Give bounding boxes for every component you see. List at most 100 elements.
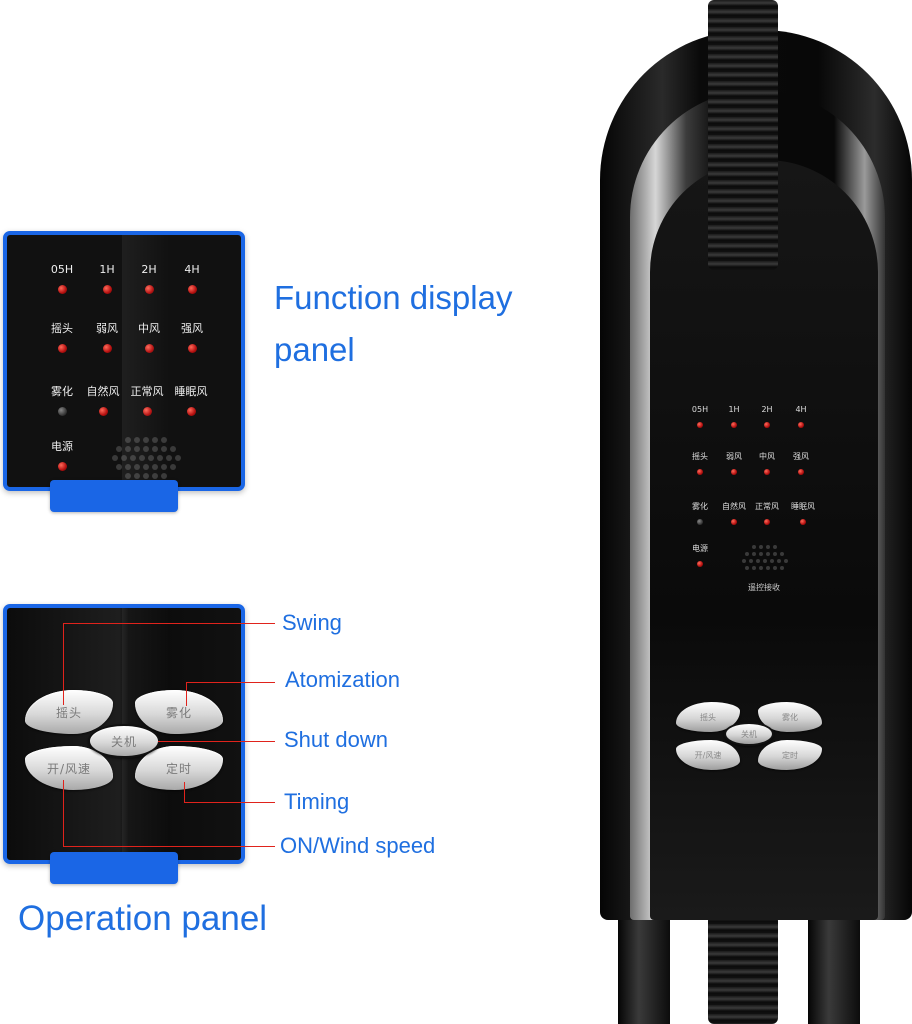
indicator-label: 强风: [181, 322, 203, 335]
mini-indicator-low-wind: 弱风: [714, 452, 754, 475]
right-stand-leg: [808, 900, 860, 1024]
grille-hole: [766, 552, 770, 556]
mini-indicator-label: 弱风: [726, 452, 742, 461]
grille-hole: [138, 455, 145, 461]
grille-hole: [152, 464, 158, 470]
grille-hole: [111, 455, 118, 461]
grille-hole: [766, 545, 770, 549]
mini-indicator-light: [697, 469, 703, 475]
mini-indicator-light: [764, 469, 770, 475]
wind-speed-callout: ON/Wind speed: [280, 833, 436, 858]
grille-hole: [125, 437, 131, 443]
body-front-face: [650, 160, 878, 920]
timing-leader-line: [184, 802, 275, 803]
indicator-label: 4H: [184, 263, 200, 276]
mini-indicator-light: [798, 469, 804, 475]
grille-hole: [769, 559, 774, 563]
atomization-callout: Atomization: [285, 667, 400, 692]
indicator-label: 电源: [51, 440, 73, 453]
mini-indicator-natural-wind: 自然风: [714, 502, 754, 525]
indicator-light: [102, 344, 112, 353]
mini-indicator-label: 电源: [692, 544, 708, 553]
grille-hole: [755, 559, 760, 563]
grille-hole: [165, 455, 172, 461]
indicator-label: 中风: [138, 322, 160, 335]
mini-indicator-mid-wind: 中风: [747, 452, 787, 475]
grille-hole: [776, 559, 781, 563]
left-stand-leg: [618, 900, 670, 1024]
swing-leader-line: [63, 623, 275, 624]
timing-callout: Timing: [284, 789, 350, 814]
grille-hole: [745, 552, 749, 556]
grille-hole: [125, 473, 131, 479]
indicator-light: [57, 344, 67, 353]
grille-hole: [759, 545, 763, 549]
fan-device-body: [600, 0, 912, 1024]
grille-hole: [174, 455, 181, 461]
grille-hole: [134, 464, 140, 470]
mini-indicator-05h: 05H: [680, 405, 720, 428]
mini-indicator-power: 电源: [680, 544, 720, 567]
mini-indicator-2h: 2H: [747, 405, 787, 428]
indicator-mid-wind: 中风: [119, 322, 179, 353]
indicator-label: 弱风: [96, 322, 118, 335]
shutdown-callout: Shut down: [284, 727, 388, 752]
mini-indicator-label: 睡眠风: [791, 502, 815, 511]
grille-hole: [783, 559, 788, 563]
indicator-light: [57, 407, 67, 416]
indicator-swing: 摇头: [32, 322, 92, 353]
atomization-leader-line-vertical: [186, 682, 187, 706]
indicator-05h: 05H: [32, 263, 92, 294]
indicator-normal-wind: 正常风: [117, 385, 177, 416]
grille-hole: [152, 473, 158, 479]
grille-hole: [129, 455, 136, 461]
wind-leader-line: [63, 846, 275, 847]
mini-indicator-sleep-wind: 睡眠风: [783, 502, 823, 525]
mini-indicator-label: 自然风: [722, 502, 746, 511]
grille-hole: [116, 446, 122, 452]
grille-hole: [752, 545, 756, 549]
remote-receiver-label: 遥控接收: [748, 583, 780, 592]
indicator-4h: 4H: [162, 263, 222, 294]
indicator-2h: 2H: [119, 263, 179, 294]
grille-hole: [161, 446, 167, 452]
indicator-light: [186, 407, 196, 416]
indicator-atomization: 雾化: [32, 385, 92, 416]
grille-hole: [748, 559, 753, 563]
grille-hole: [773, 566, 777, 570]
mini-indicator-label: 雾化: [692, 502, 708, 511]
indicator-label: 正常风: [130, 385, 164, 398]
grille-hole: [147, 455, 154, 461]
indicator-label: 05H: [50, 263, 74, 276]
indicator-label: 1H: [99, 263, 115, 276]
indicator-sleep-wind: 睡眠风: [161, 385, 221, 416]
function-display-panel: 05H 1H 2H 4H 摇头 弱风 中风 强风 雾化 自然风 正常风: [3, 231, 245, 491]
shutdown-key[interactable]: 关机: [88, 724, 160, 758]
swing-leader-line-vertical: [63, 623, 64, 705]
ir-receiver-grille: [105, 437, 190, 482]
mini-indicator-swing: 摇头: [680, 452, 720, 475]
mini-indicator-label: 摇头: [692, 452, 708, 461]
grille-hole: [752, 552, 756, 556]
indicator-low-wind: 弱风: [77, 322, 137, 353]
mini-indicator-normal-wind: 正常风: [747, 502, 787, 525]
grille-hole: [143, 446, 149, 452]
swing-key[interactable]: 摇头: [25, 690, 113, 734]
indicator-light: [98, 407, 108, 416]
grille-hole: [156, 455, 163, 461]
function-display-caption-line2: panel: [274, 331, 355, 368]
indicator-light: [187, 285, 197, 294]
indicator-high-wind: 强风: [162, 322, 222, 353]
mini-shutdown-key[interactable]: 关机: [724, 722, 774, 746]
grille-hole: [152, 446, 158, 452]
mini-indicator-atomization: 雾化: [680, 502, 720, 525]
display-panel-tab: [50, 480, 178, 512]
grille-hole: [766, 566, 770, 570]
grille-hole: [741, 559, 746, 563]
mini-indicator-light: [800, 519, 806, 525]
mini-indicator-light: [764, 519, 770, 525]
operation-panel-tab: [50, 852, 178, 884]
wind-leader-line-vertical: [63, 780, 64, 846]
indicator-label: 摇头: [51, 322, 73, 335]
grille-hole: [152, 437, 158, 443]
